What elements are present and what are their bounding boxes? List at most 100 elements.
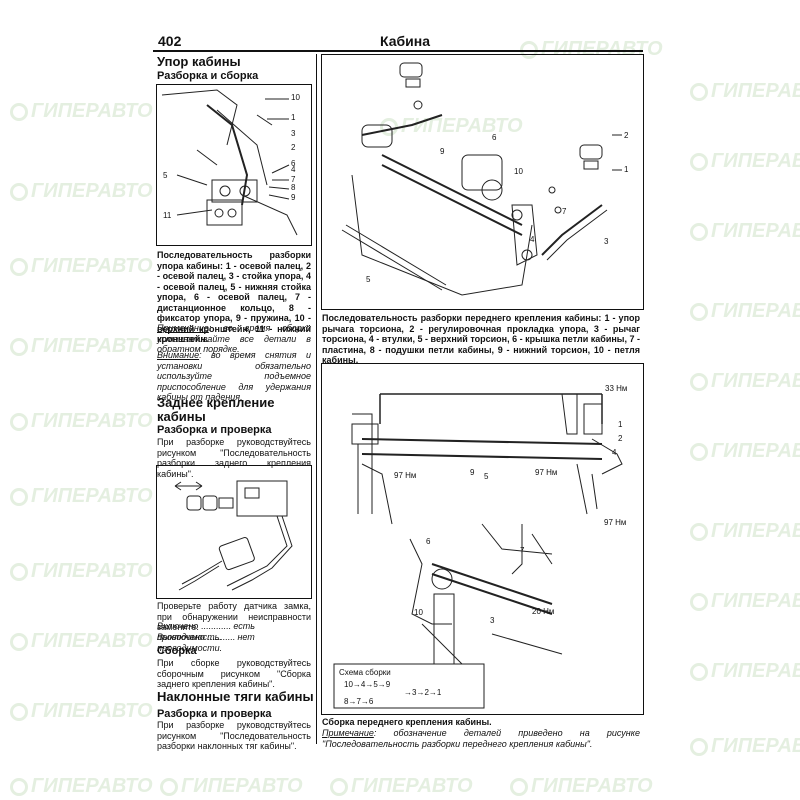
- rear-mount-text: При разборке руководствуйтесь рисунком "…: [157, 437, 311, 479]
- callout-number: 3: [291, 129, 296, 138]
- cab-stop-drawing: [161, 89, 298, 236]
- note-label: Примечание: [322, 728, 374, 738]
- callout-number: 1: [291, 113, 296, 122]
- front-mount-assembly-drawing: [333, 393, 623, 709]
- callout-number: 5: [366, 275, 371, 284]
- lock-sensor-drawing: [174, 480, 293, 591]
- torque-label: 97 Нм: [604, 518, 627, 527]
- assembly-text: При сборке руководствуйтесь сборочным ри…: [157, 658, 311, 689]
- callout-number: 4: [612, 448, 617, 457]
- torque-label: 97 Нм: [394, 471, 417, 480]
- callout-number: 9: [470, 468, 475, 477]
- watermark: ГИПЕРАВТО: [160, 775, 303, 798]
- header-rule: [153, 50, 643, 52]
- callout-number: 10: [514, 167, 523, 176]
- callout-number: 5: [484, 472, 489, 481]
- note-front-mount: Примечание: обозначение деталей приведен…: [322, 728, 640, 749]
- note-text: : во время сборки устанавливайте все дет…: [157, 323, 311, 354]
- watermark: ГИПЕРАВТО: [690, 80, 800, 103]
- page-title: Кабина: [380, 33, 430, 49]
- watermark: ГИПЕРАВТО: [330, 775, 473, 798]
- section-subtitle-cab-stop: Разборка и сборка: [157, 70, 259, 82]
- watermark: ГИПЕРАВТО: [690, 370, 800, 393]
- note-label: Примечание: [157, 323, 209, 333]
- callout-number: 2: [624, 131, 629, 140]
- callout-number: 6: [426, 537, 431, 546]
- watermark: ГИПЕРАВТО: [10, 180, 153, 203]
- warning-lifting: Внимание: во время снятия и установки об…: [157, 350, 311, 403]
- watermark: ГИПЕРАВТО: [10, 100, 153, 123]
- watermark: ГИПЕРАВТО: [380, 115, 523, 138]
- watermark: ГИПЕРАВТО: [690, 520, 800, 543]
- sensor-check-text: Проверьте работу датчика замка, при обна…: [157, 601, 311, 632]
- warning-text: : во время снятия и установки обязательн…: [157, 350, 311, 402]
- watermark: ГИПЕРАВТО: [10, 485, 153, 508]
- callout-number: 11: [163, 211, 172, 220]
- section-title-rear-mount: Заднее крепление кабины: [157, 395, 275, 424]
- figure-lock-sensor: [156, 465, 312, 599]
- check-on-row: Включено ............ есть проводимость.: [157, 621, 255, 642]
- scheme-title: Схема сборки: [339, 668, 391, 677]
- callout-number: 7: [520, 546, 525, 555]
- callout-number: 1: [624, 165, 629, 174]
- watermark: ГИПЕРАВТО: [690, 590, 800, 613]
- watermark: ГИПЕРАВТО: [10, 255, 153, 278]
- warning-label: Внимание: [157, 350, 200, 360]
- callout-number: 8: [291, 183, 296, 192]
- figure-caption-front-mount: Последовательность разборки переднего кр…: [322, 313, 640, 365]
- callout-number: 9: [440, 147, 445, 156]
- figure-caption-cab-stop: Последовательность разборки упора кабины…: [157, 250, 311, 344]
- column-divider: [316, 54, 317, 744]
- check-on-label: Включено: [157, 621, 199, 631]
- watermark: ГИПЕРАВТО: [10, 335, 153, 358]
- scheme-row-1: 10→4→5→9: [344, 680, 391, 689]
- callout-number: 2: [291, 143, 296, 152]
- watermark: ГИПЕРАВТО: [10, 410, 153, 433]
- check-on-value: есть проводимость.: [157, 621, 255, 642]
- note-assembly: Примечание: во время сборки устанавливай…: [157, 323, 311, 355]
- callout-number: 4: [530, 235, 535, 244]
- callout-number: 9: [291, 193, 296, 202]
- watermark: ГИПЕРАВТО: [10, 630, 153, 653]
- watermark: ГИПЕРАВТО: [690, 660, 800, 683]
- section-subtitle-assembly: Сборка: [157, 645, 197, 657]
- watermark: ГИПЕРАВТО: [690, 300, 800, 323]
- callout-number: 7: [562, 207, 567, 216]
- callout-number: 5: [163, 171, 168, 180]
- watermark: ГИПЕРАВТО: [10, 700, 153, 723]
- check-off-value: нет проводимости.: [157, 632, 255, 653]
- watermark: ГИПЕРАВТО: [690, 220, 800, 243]
- scheme-output: →3→2→1: [404, 688, 442, 697]
- front-mount-exploded-drawing: [341, 62, 622, 296]
- callout-number: 1: [618, 420, 623, 429]
- watermark: ГИПЕРАВТО: [690, 150, 800, 173]
- check-off-label: Выключено: [157, 632, 205, 642]
- section-subtitle-tilt-rods: Разборка и проверка: [157, 708, 272, 720]
- section-subtitle-rear-mount: Разборка и проверка: [157, 424, 272, 436]
- scheme-row-2: 8→7→6: [344, 697, 374, 706]
- callout-number: 3: [604, 237, 609, 246]
- callout-number: 3: [490, 616, 495, 625]
- callout-number: 10: [291, 93, 300, 102]
- callout-number: 2: [618, 434, 623, 443]
- watermark: ГИПЕРАВТО: [10, 775, 153, 798]
- watermark: ГИПЕРАВТО: [510, 775, 653, 798]
- figure-caption-front-mount-assembly: Сборка переднего крепления кабины.: [322, 717, 492, 727]
- watermark: ГИПЕРАВТО: [10, 560, 153, 583]
- torque-label: 97 Нм: [535, 468, 558, 477]
- callout-number: 7: [291, 175, 296, 184]
- check-off-row: Выключено ........... нет проводимости.: [157, 632, 255, 653]
- tilt-rods-text: При разборке руководствуйтесь рисунком "…: [157, 720, 311, 751]
- torque-label: 20 Нм: [532, 607, 555, 616]
- callout-number: 6: [291, 159, 296, 168]
- callout-number: 10: [414, 608, 423, 617]
- section-title-tilt-rods: Наклонные тяги кабины: [157, 689, 314, 704]
- watermark: ГИПЕРАВТО: [690, 440, 800, 463]
- callout-number: 4: [291, 165, 296, 174]
- section-title-cab-stop: Упор кабины: [157, 54, 241, 69]
- torque-label: 33 Нм: [605, 384, 628, 393]
- note-text: : обозначение деталей приведено на рисун…: [322, 728, 640, 749]
